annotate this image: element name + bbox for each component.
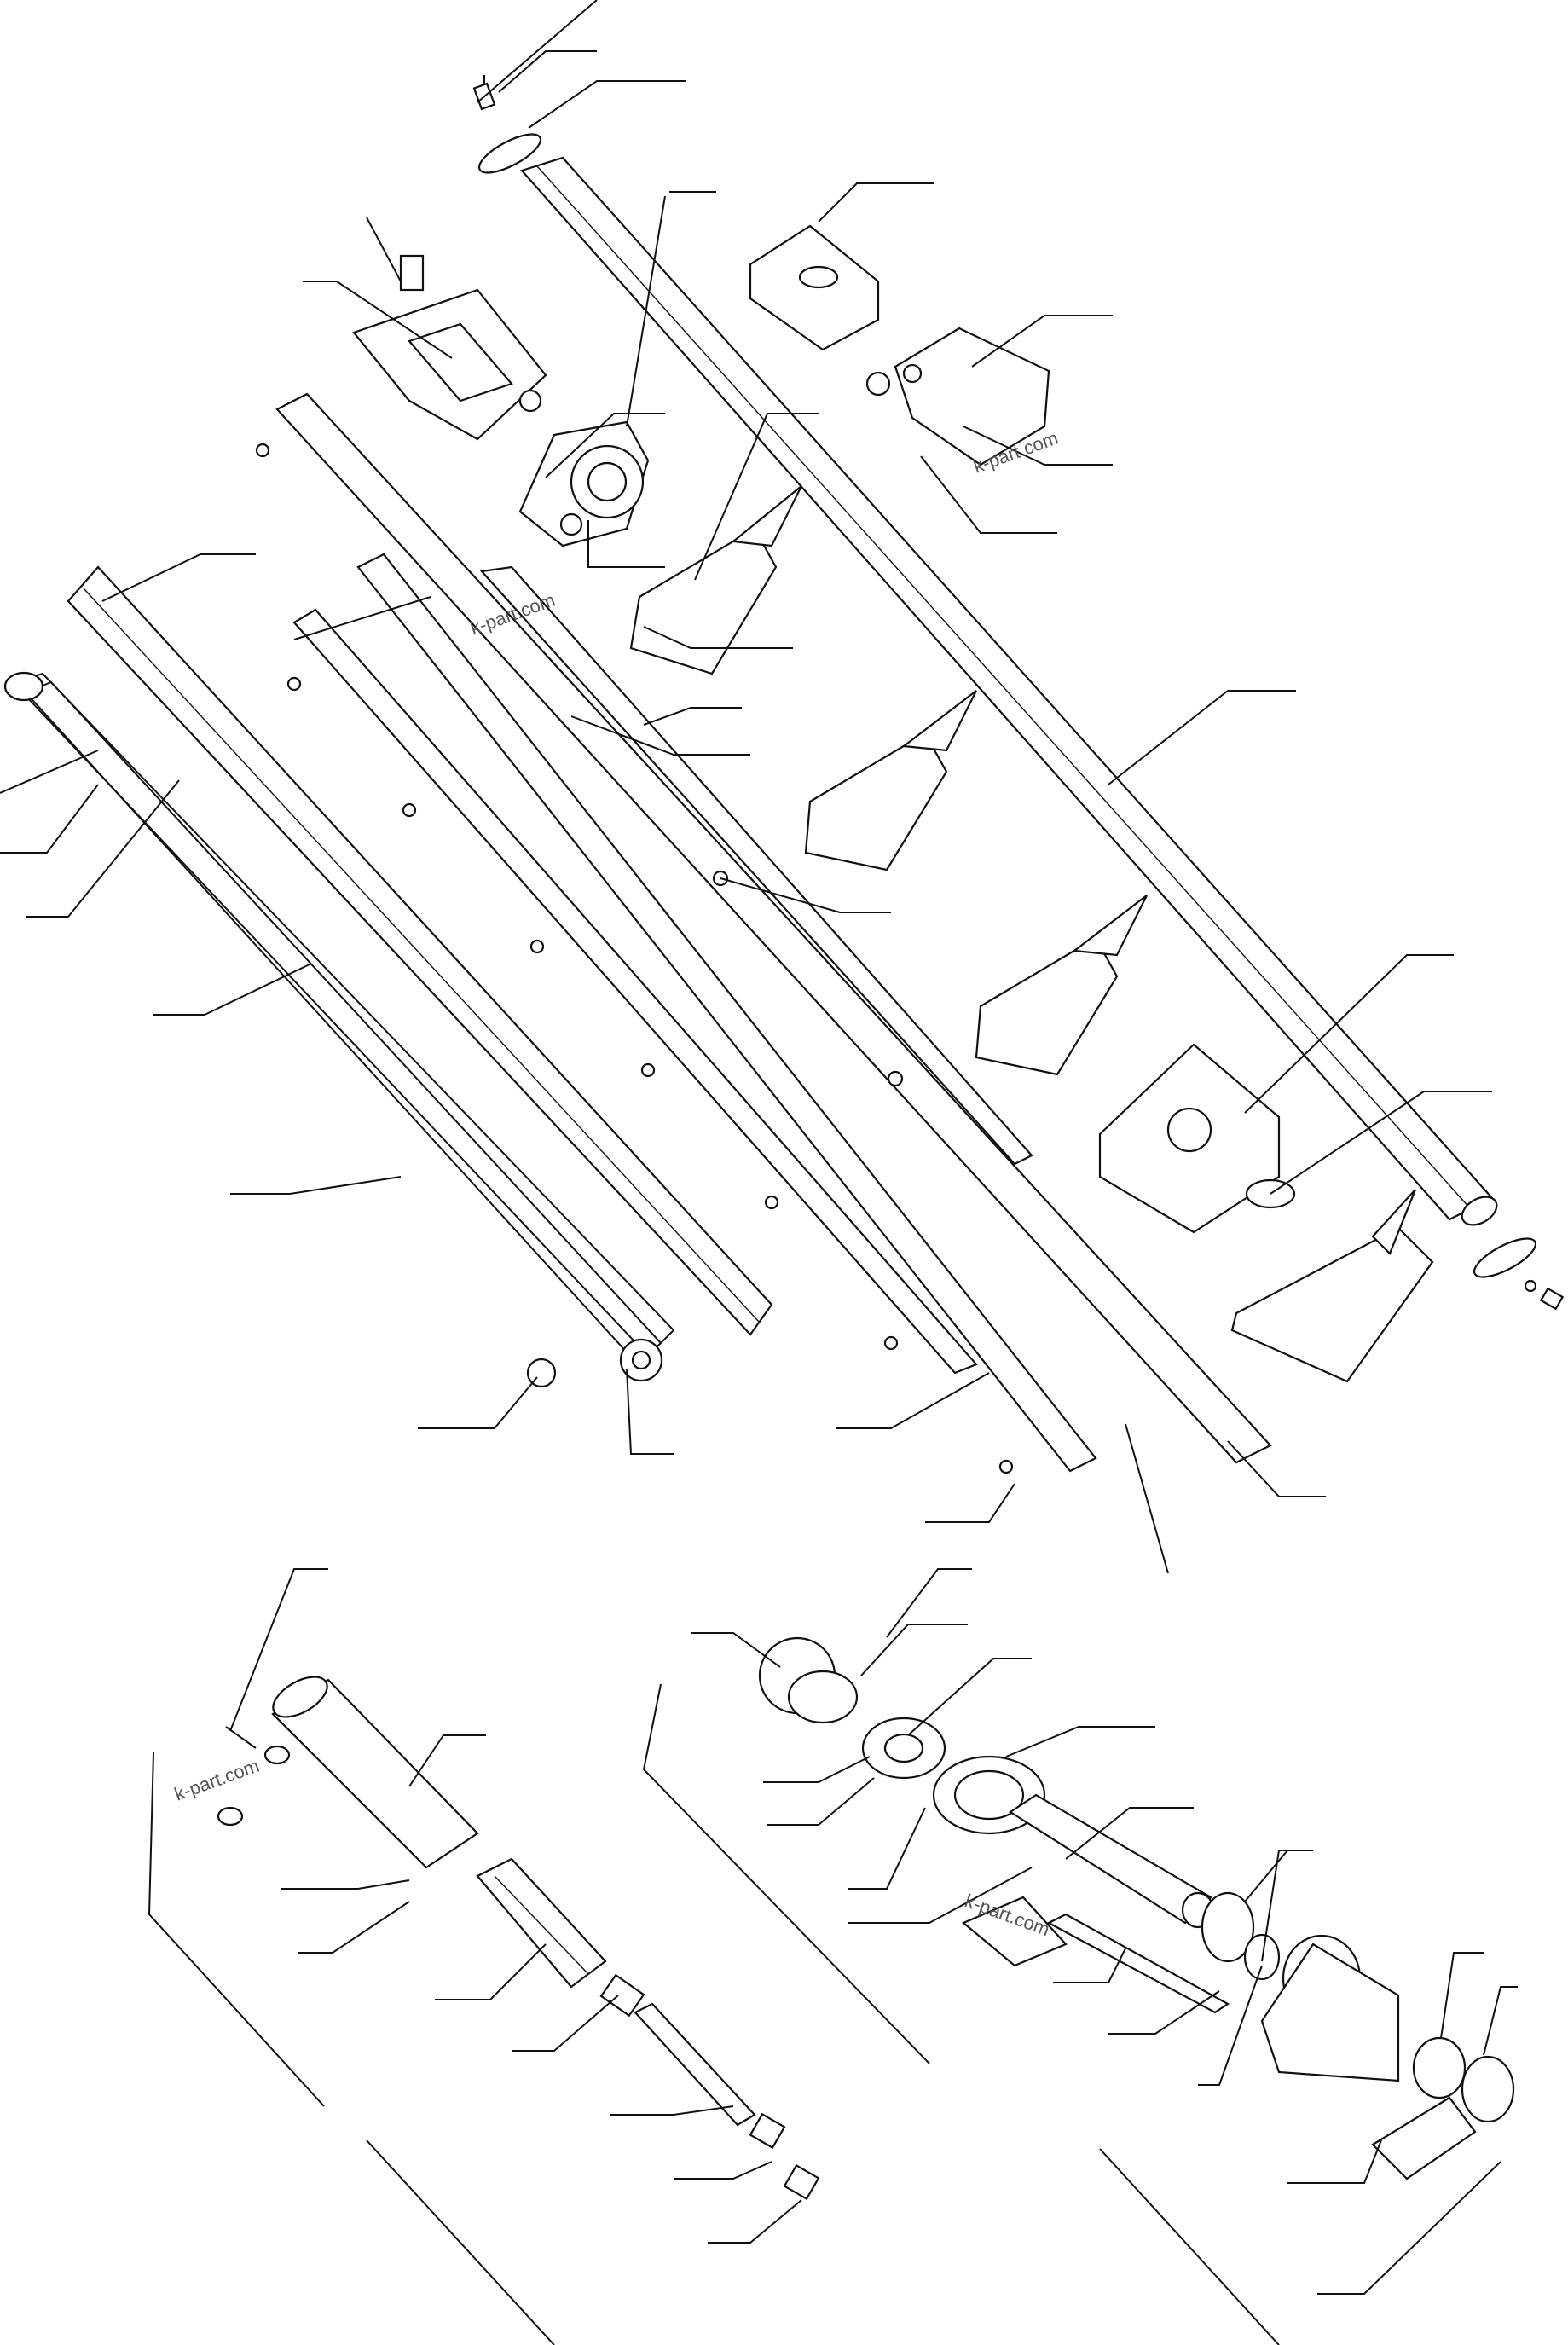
pillow-block-left — [961, 1896, 1068, 1967]
shaft-bearing — [1201, 1891, 1281, 1981]
drive-shaft — [1008, 1793, 1215, 1929]
bearing-housing — [1260, 1934, 1400, 2082]
support-rod — [1046, 1913, 1230, 2014]
mount-bracket-lower — [1371, 2096, 1477, 2180]
main-beam-tube — [520, 156, 1498, 1226]
rail-center-1 — [292, 608, 978, 1375]
spring-rod — [599, 1973, 756, 2127]
rail-bolts — [255, 443, 1014, 1474]
spring-nuts — [749, 2112, 820, 2201]
roller-chain — [3, 671, 675, 1382]
upper-slide-bracket — [865, 327, 1050, 466]
flange-bearing — [861, 1717, 946, 1780]
end-bearing-flange — [1412, 2036, 1515, 2123]
support-arm-1 — [629, 485, 802, 675]
bottom-end-cap — [1473, 1237, 1565, 1311]
motor-sprocket-assembly — [518, 420, 650, 547]
guard-rail-left — [67, 565, 773, 1336]
support-arm-2 — [804, 690, 977, 871]
rail-upper — [275, 392, 1272, 1464]
watermark-3: k-part.com — [171, 1755, 262, 1805]
spring-tube — [271, 1676, 479, 1869]
compression-spring — [476, 1857, 607, 1989]
support-arm-3 — [975, 895, 1148, 1076]
top-end-cap — [472, 75, 542, 174]
gearbox-housing — [1098, 1043, 1296, 1234]
lower-tine-bracket — [1230, 1189, 1434, 1383]
tensioner-bracket-top — [352, 217, 547, 441]
leader-lines — [0, 0, 1518, 2345]
drive-sprocket — [758, 1636, 859, 1724]
upper-clamp-bracket — [749, 224, 880, 351]
rail-center-3 — [479, 565, 1033, 1166]
rail-center-2 — [356, 553, 1097, 1473]
spring-washer — [217, 1745, 291, 1827]
